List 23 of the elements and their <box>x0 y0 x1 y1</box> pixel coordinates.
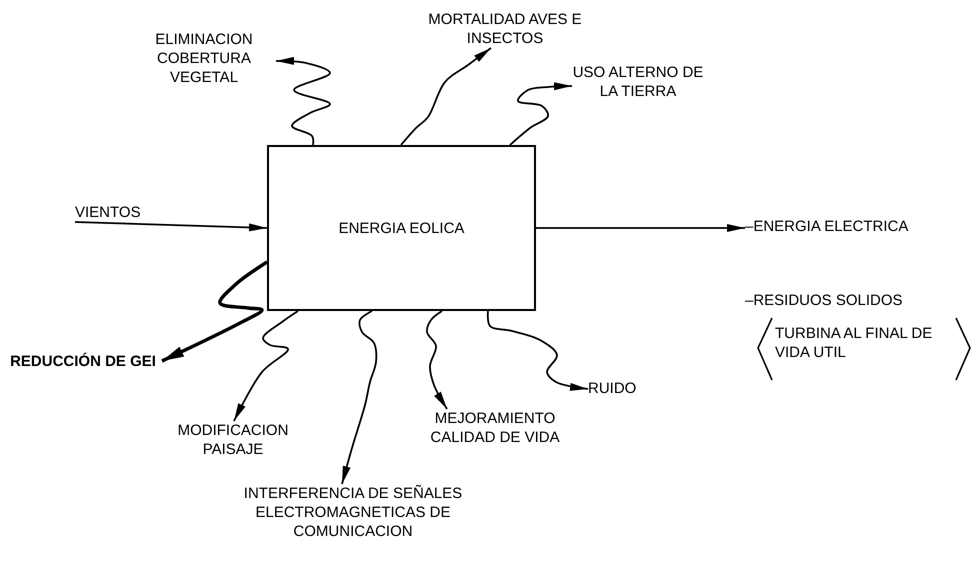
arrow <box>486 310 588 391</box>
arrow <box>233 310 298 422</box>
arrow <box>74 221 268 232</box>
impact-label: INTERFERENCIA DE SEÑALES ELECTROMAGNETICAS DE COMUNICACION <box>242 484 464 541</box>
impact-label: VIENTOS <box>75 203 142 222</box>
arrow <box>536 224 745 232</box>
arrow <box>509 82 572 146</box>
arrow <box>400 47 492 146</box>
arrow <box>426 310 448 410</box>
impact-label: –ENERGIA ELECTRICA <box>745 217 910 236</box>
impact-label: MODIFICACION PAISAJE <box>176 421 290 459</box>
impact-label: MEJORAMIENTO CALIDAD DE VIDA <box>429 409 561 447</box>
impact-label: REDUCCIÓN DE GEI <box>9 352 157 371</box>
box-label: ENERGIA EOLICA <box>338 218 464 238</box>
arrow <box>341 310 378 484</box>
impact-label: RUIDO <box>588 379 638 398</box>
note-text: TURBINA AL FINAL DE VIDA UTIL <box>775 324 934 362</box>
arrow <box>161 260 268 363</box>
impact-label: MORTALIDAD AVES E INSECTOS <box>427 10 583 48</box>
process-box <box>267 145 536 311</box>
impact-label: USO ALTERNO DE LA TIERRA <box>572 63 704 101</box>
note-text: –RESIDUOS SOLIDOS <box>745 291 904 310</box>
impact-label: ELIMINACION COBERTURA VEGETAL <box>154 30 254 87</box>
